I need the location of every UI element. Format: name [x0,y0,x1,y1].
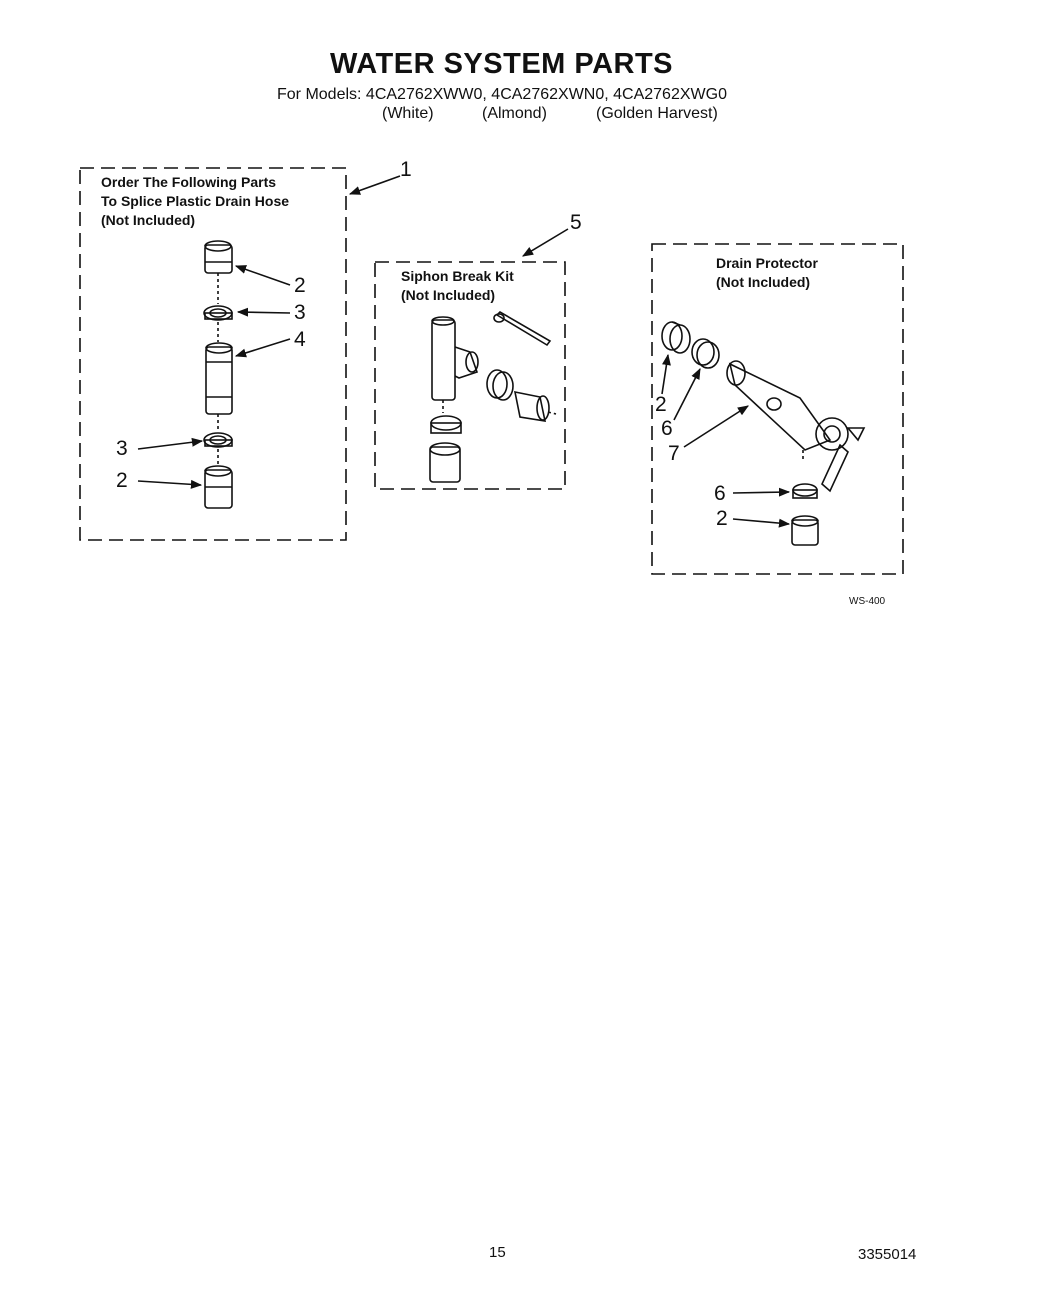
siphon-tee-icon [431,316,479,401]
page-title: WATER SYSTEM PARTS [329,48,674,80]
drain-label-line-2: (Not Included) [716,274,811,290]
splice-parts-box [79,167,347,541]
callout-splice-top-coupling: 2 [294,274,306,297]
siphon-label-line-2: (Not Included) [401,287,496,303]
color-white: (White) [382,105,434,122]
coupling-icon [204,465,233,509]
clamp-ring-icon [691,338,720,369]
splice-box-label: Order The Following Parts To Splice Plas… [101,173,289,230]
drain-protector-body-icon [726,360,866,493]
page-number: 15 [489,1244,506,1261]
callout-drain-clamp-bottom: 6 [714,482,726,505]
color-almond: (Almond) [482,105,547,122]
clamp-ring-icon [486,369,514,401]
clamp-ring-icon [203,305,233,321]
callout-splice-connector: 4 [294,328,306,351]
coupling-icon [204,240,233,274]
figure-code: WS-400 [849,596,886,607]
splice-label-line-3: (Not Included) [101,212,196,228]
coupling-icon [791,515,819,546]
models-line: For Models: 4CA2762XWW0, 4CA2762XWN0, 4C… [277,86,727,103]
callout-splice-bottom-clamp: 3 [116,437,128,460]
drain-protector-box [651,243,904,575]
clamp-ring-icon [203,432,233,448]
clamp-ring-icon [792,483,818,499]
coupling-icon [661,321,691,354]
document-number: 3355014 [858,1246,917,1263]
drain-box-label: Drain Protector (Not Included) [716,254,818,292]
callout-splice-bottom-coupling: 2 [116,469,128,492]
splice-label-line-2: To Splice Plastic Drain Hose [101,193,290,209]
callout-drain-protector-body: 7 [668,442,680,465]
callout-drain-coupling-bottom: 2 [716,507,728,530]
callout-drain-clamp-left: 6 [661,417,673,440]
siphon-label-line-1: Siphon Break Kit [401,268,514,284]
connector-tube-icon [205,342,233,415]
coupling-icon [513,390,550,422]
siphon-box-label: Siphon Break Kit (Not Included) [401,267,514,305]
callout-splice-top-clamp: 3 [294,301,306,324]
callout-drain-coupling-left: 2 [655,393,667,416]
siphon-break-box [374,261,566,490]
splice-label-line-1: Order The Following Parts [101,174,277,190]
clamp-ring-icon [430,415,462,434]
color-golden-harvest: (Golden Harvest) [596,105,718,122]
callout-1: 1 [400,158,412,181]
tie-strap-icon [493,310,552,347]
drain-label-line-1: Drain Protector [716,255,818,271]
coupling-icon [429,442,461,483]
callout-5: 5 [570,211,582,234]
